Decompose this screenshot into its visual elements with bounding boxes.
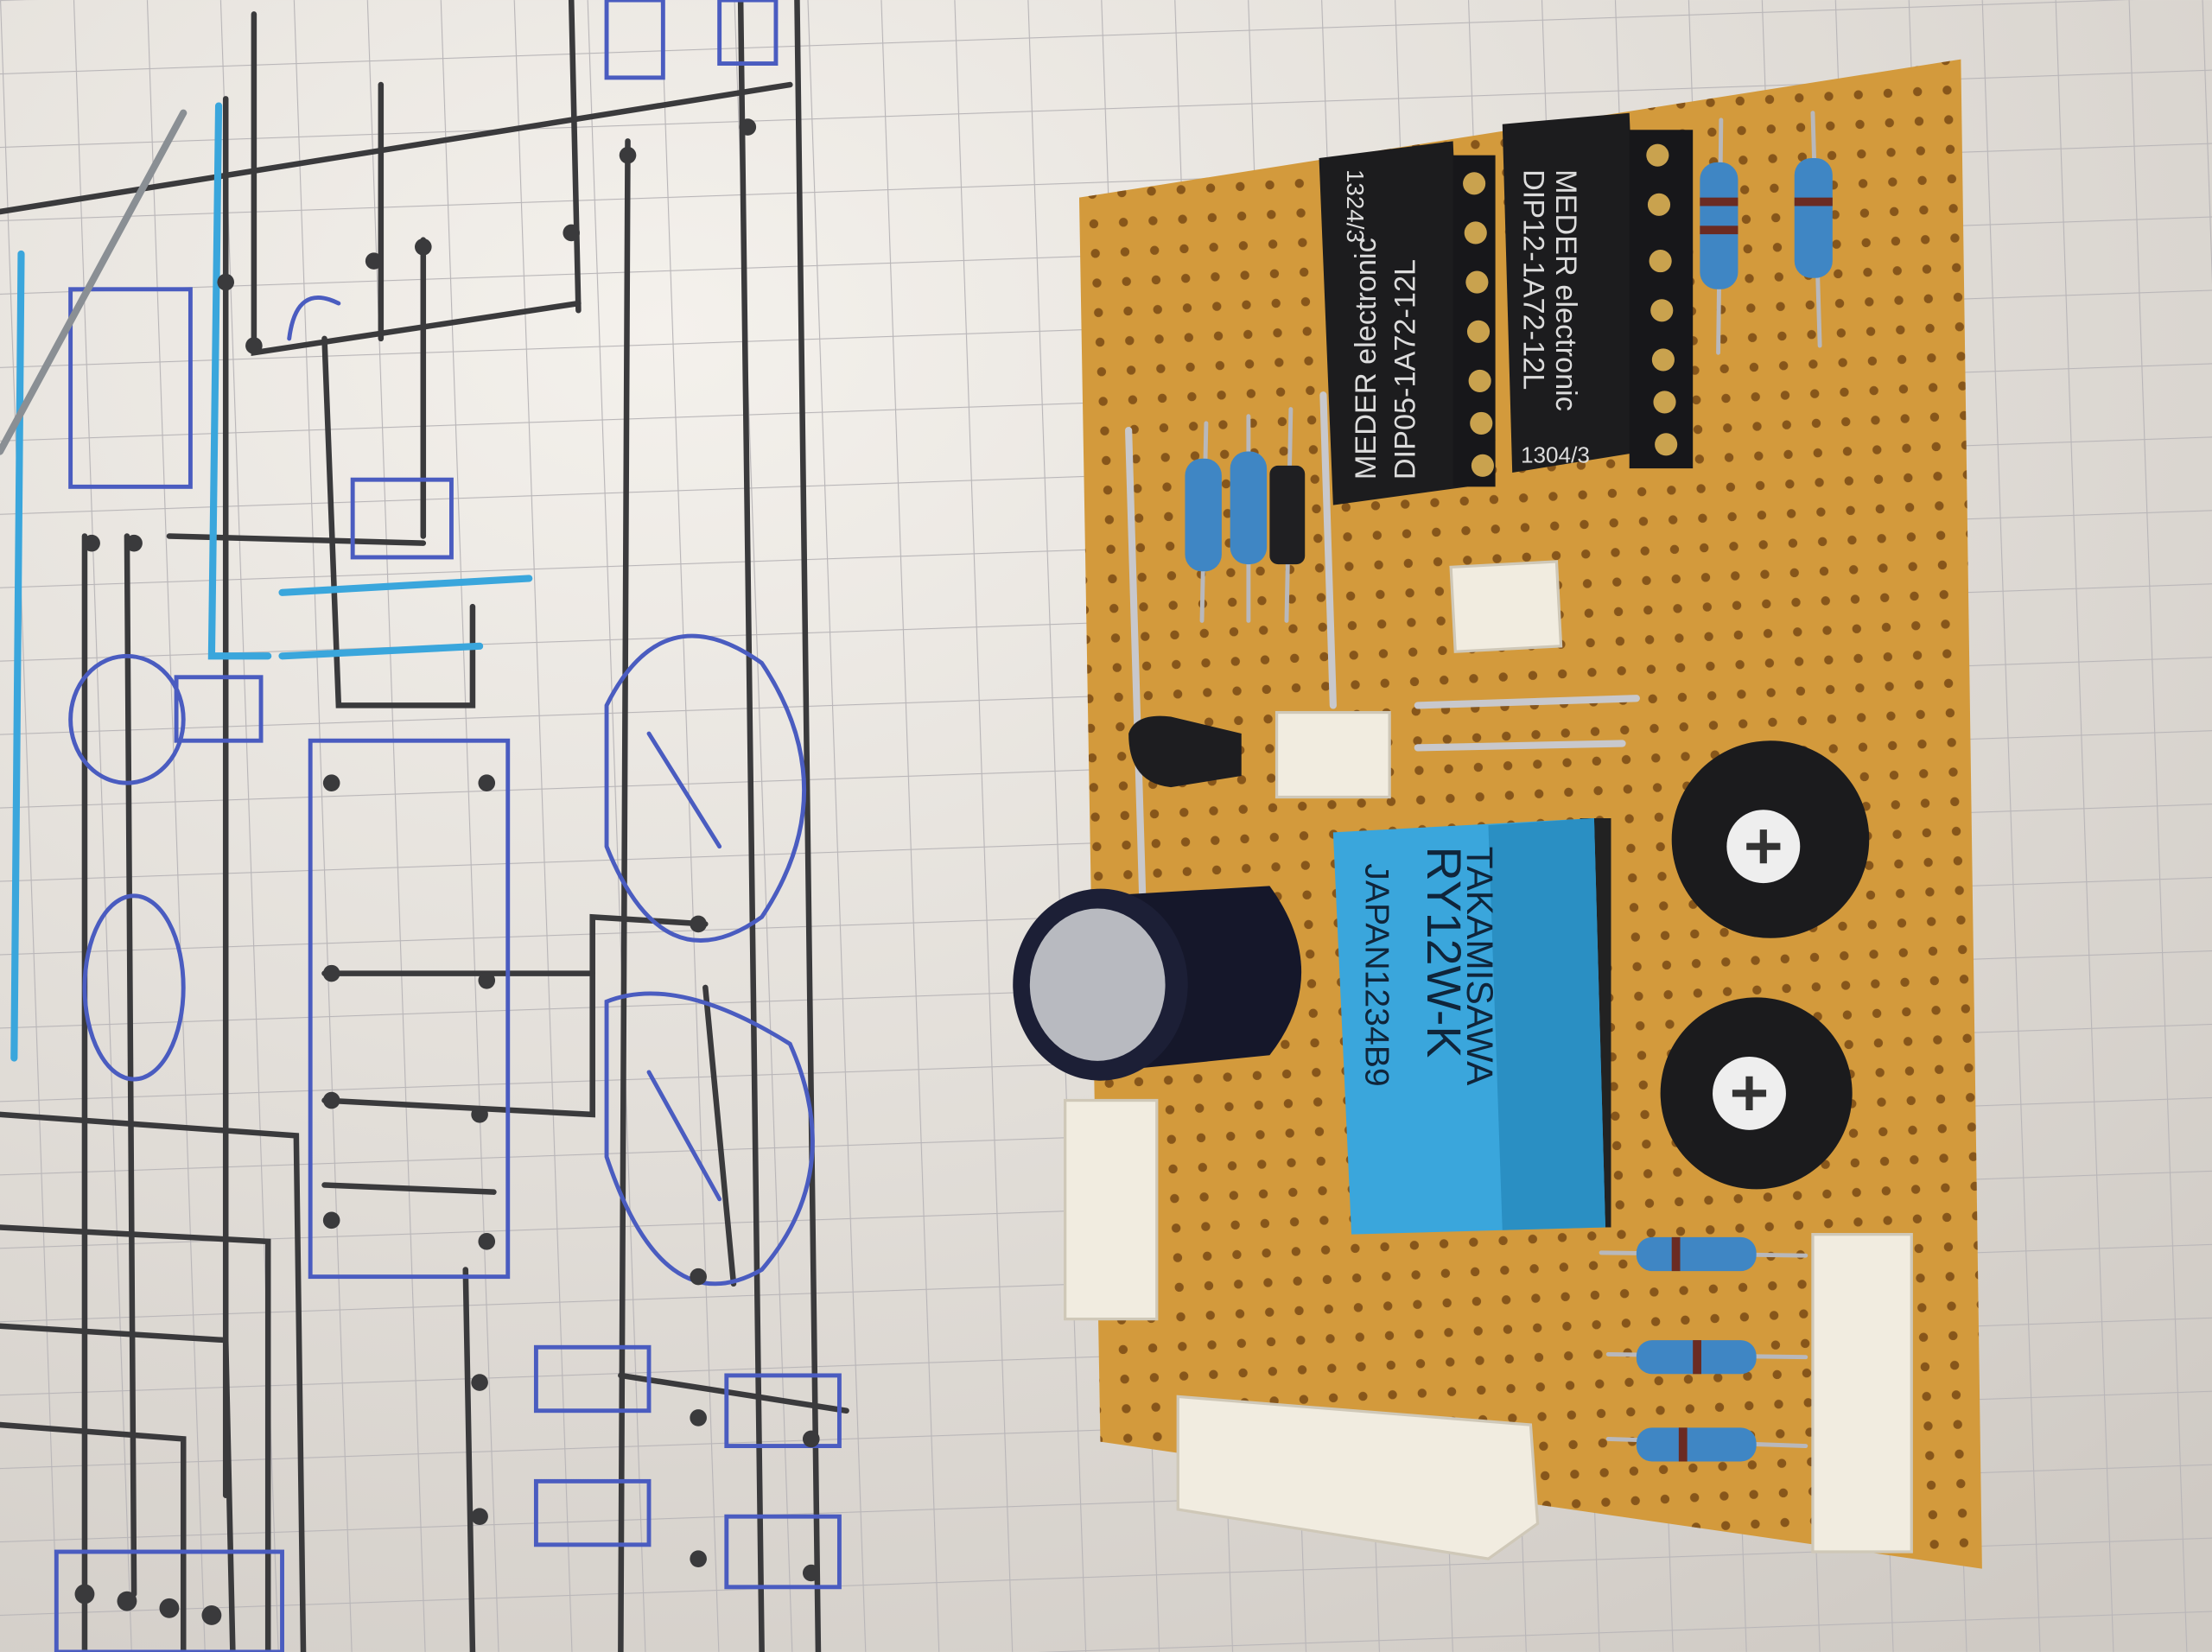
hand-drawn-schematic	[0, 0, 849, 1652]
jumper-wires	[1125, 391, 1640, 907]
relay-model: RY12W-K	[1417, 847, 1471, 1058]
stripboard	[1078, 59, 1982, 1569]
relay-origin: JAPAN1234B9	[1357, 863, 1395, 1086]
relay2-code: 1304/3	[1521, 442, 1590, 468]
relay1-model: DIP05-1A72-12L	[1389, 259, 1422, 480]
resistors	[1185, 111, 1833, 1462]
reed-relay-dip12: MEDER electronic DIP12-1A72-12L 1304/3	[1502, 112, 1694, 473]
relay1-brand: MEDER electronic	[1350, 238, 1382, 480]
reed-relay-dip05: MEDER electronic DIP05-1A72-12L 1324/3	[1319, 141, 1496, 505]
diode	[1269, 465, 1306, 565]
relay1-code: 1324/3	[1342, 169, 1369, 243]
electrolytic-capacitor	[1013, 886, 1302, 1081]
relay2-brand: MEDER electronic	[1549, 169, 1582, 411]
connectors	[1064, 560, 1913, 1560]
relay2-model: DIP12-1A72-12L	[1516, 169, 1549, 390]
transistor	[1128, 715, 1242, 788]
pen-tip	[0, 109, 188, 455]
relay-brand: TAKAMISAWA	[1459, 847, 1500, 1086]
signal-relay-ry12w: TAKAMISAWA RY12W-K JAPAN1234B9	[1332, 818, 1611, 1235]
trimmer-potentiometers	[1660, 740, 1870, 1190]
